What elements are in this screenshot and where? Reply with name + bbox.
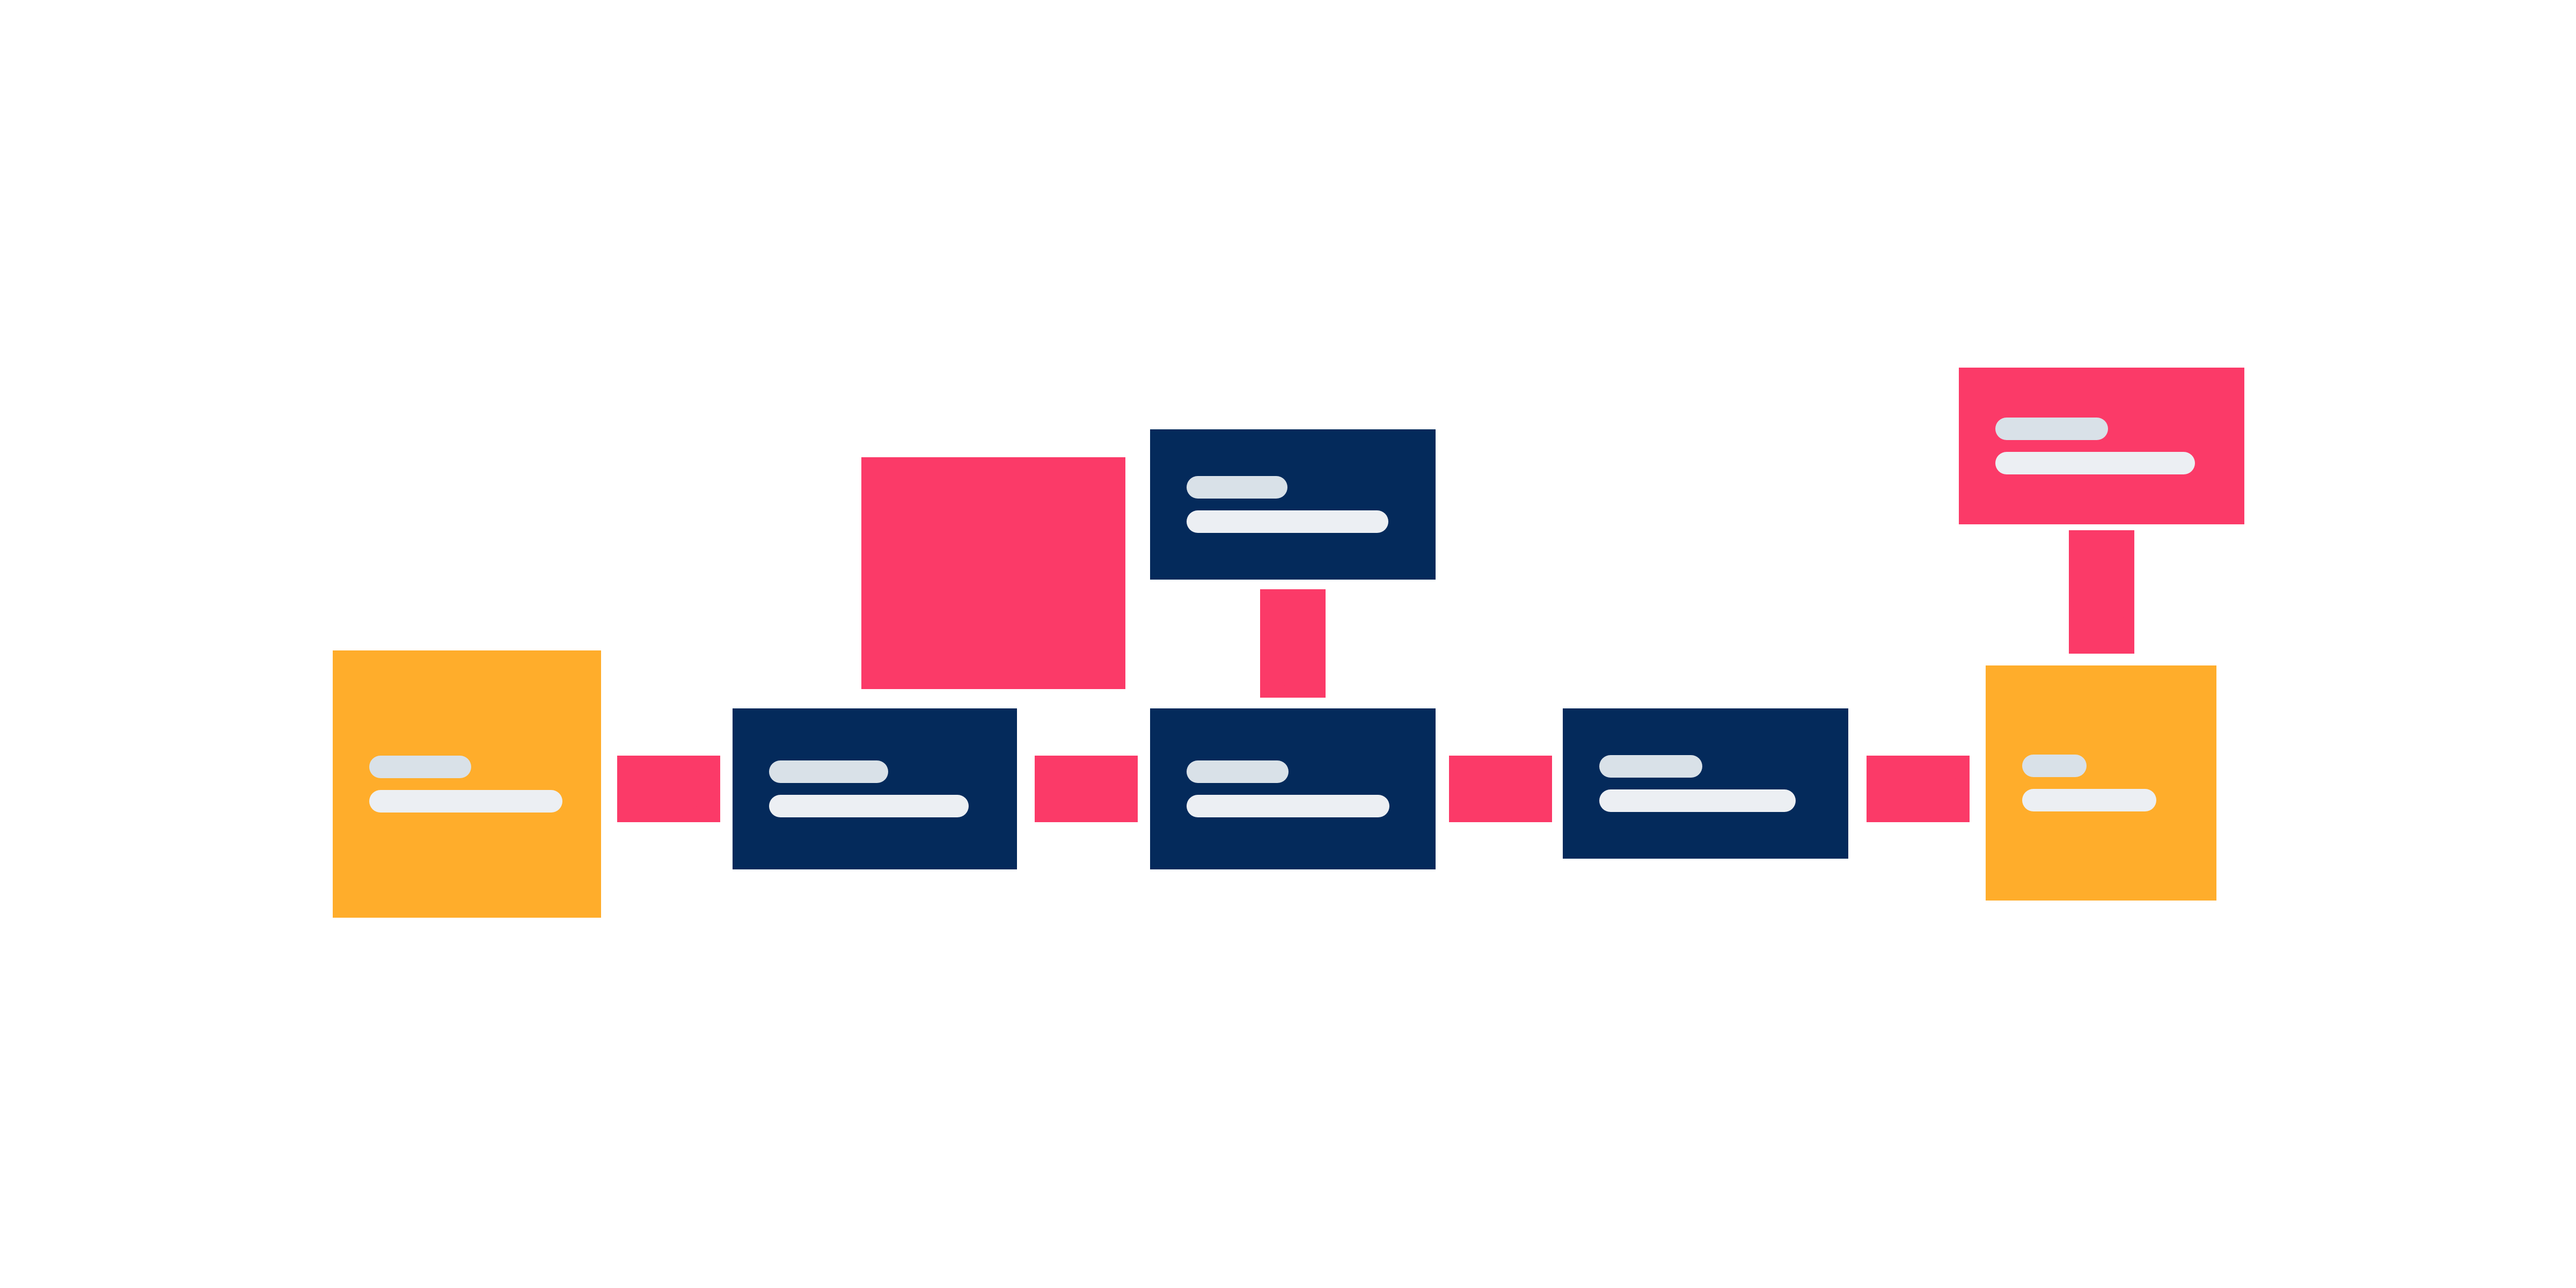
placeholder-bar-short — [1995, 418, 2108, 440]
placeholder-bar-short — [1187, 476, 1287, 499]
node-accent-block[interactable] — [861, 457, 1125, 689]
placeholder-bar-group — [1959, 418, 2244, 474]
node-step-1[interactable] — [733, 708, 1017, 869]
placeholder-bar-short — [1599, 755, 1702, 778]
placeholder-bar-short — [2022, 755, 2087, 777]
placeholder-bar-long — [1995, 452, 2195, 474]
placeholder-bar-long — [1187, 795, 1389, 817]
connector-arrow-right — [617, 756, 720, 822]
node-branch-top-center[interactable] — [1150, 429, 1436, 580]
placeholder-bar-group — [1150, 476, 1436, 533]
placeholder-bar-group — [1150, 760, 1436, 817]
placeholder-bar-group — [1563, 755, 1848, 812]
node-end[interactable] — [1986, 665, 2216, 901]
placeholder-bar-group — [333, 756, 601, 813]
node-step-3[interactable] — [1563, 708, 1848, 859]
placeholder-bar-group — [733, 760, 1017, 817]
node-branch-top-right[interactable] — [1959, 368, 2244, 524]
connector-arrow-right — [1035, 756, 1138, 822]
connector-arrow-down — [2069, 530, 2134, 654]
connector-arrow-right — [1867, 756, 1970, 822]
placeholder-bar-short — [1187, 760, 1289, 783]
node-start[interactable] — [333, 650, 601, 918]
connector-arrow-down — [1260, 589, 1326, 698]
placeholder-bar-long — [1599, 789, 1796, 812]
placeholder-bar-long — [369, 790, 562, 813]
placeholder-bar-long — [2022, 789, 2156, 811]
placeholder-bar-long — [1187, 510, 1388, 533]
placeholder-bar-long — [769, 795, 969, 817]
connector-arrow-right — [1449, 756, 1552, 822]
placeholder-bar-short — [769, 760, 888, 783]
placeholder-bar-short — [369, 756, 471, 778]
placeholder-bar-group — [1986, 755, 2216, 811]
node-step-2[interactable] — [1150, 708, 1436, 869]
